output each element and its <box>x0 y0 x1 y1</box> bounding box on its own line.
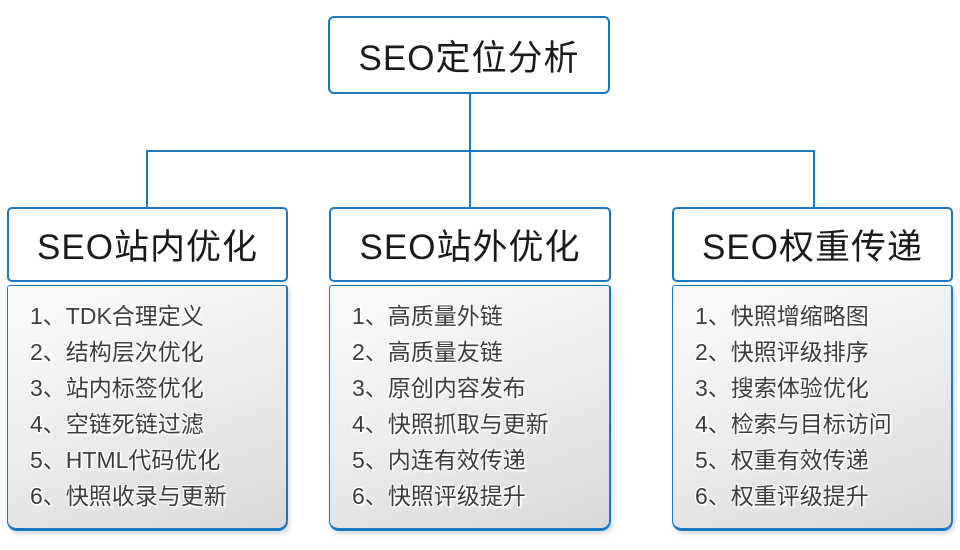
list-item: 4、检索与目标访问 <box>695 411 892 437</box>
branch-onsite-title: SEO站内优化 <box>37 228 258 267</box>
branch-weight-header: SEO权重传递 <box>672 207 953 282</box>
list-item: 6、快照收录与更新 <box>30 483 227 509</box>
list-item: 1、高质量外链 <box>352 303 503 329</box>
branch-weight-title: SEO权重传递 <box>702 228 923 267</box>
branch-offsite-header: SEO站外优化 <box>329 207 611 282</box>
list-item: 3、站内标签优化 <box>30 375 204 401</box>
connector-crossbar <box>146 150 815 152</box>
list-item: 2、结构层次优化 <box>30 339 204 365</box>
list-item: 4、空链死链过滤 <box>30 411 204 437</box>
connector-drop-right <box>813 150 815 208</box>
list-item: 3、原创内容发布 <box>352 375 526 401</box>
connector-drop-middle <box>469 150 471 208</box>
branch-onsite-header: SEO站内优化 <box>7 207 288 282</box>
list-item: 5、权重有效传递 <box>695 447 869 473</box>
connector-root-stem <box>469 93 471 151</box>
branch-offsite-title: SEO站外优化 <box>359 228 581 267</box>
root-node-title: SEO定位分析 <box>358 38 580 78</box>
branch-offsite-body: 1、高质量外链 2、高质量友链 3、原创内容发布 4、快照抓取与更新 5、内连有… <box>329 285 611 531</box>
list-item: 3、搜索体验优化 <box>695 375 869 401</box>
connector-drop-left <box>146 150 148 208</box>
root-node: SEO定位分析 <box>328 16 610 94</box>
list-item: 1、TDK合理定义 <box>30 303 204 329</box>
list-item: 6、快照评级提升 <box>352 483 526 509</box>
branch-onsite-body: 1、TDK合理定义 2、结构层次优化 3、站内标签优化 4、空链死链过滤 5、H… <box>7 285 288 531</box>
list-item: 2、高质量友链 <box>352 339 503 365</box>
list-item: 5、HTML代码优化 <box>30 447 221 473</box>
list-item: 5、内连有效传递 <box>352 447 526 473</box>
list-item: 4、快照抓取与更新 <box>352 411 549 437</box>
list-item: 2、快照评级排序 <box>695 339 869 365</box>
branch-weight-body: 1、快照增缩略图 2、快照评级排序 3、搜索体验优化 4、检索与目标访问 5、权… <box>672 285 953 531</box>
list-item: 6、权重评级提升 <box>695 483 869 509</box>
list-item: 1、快照增缩略图 <box>695 303 869 329</box>
